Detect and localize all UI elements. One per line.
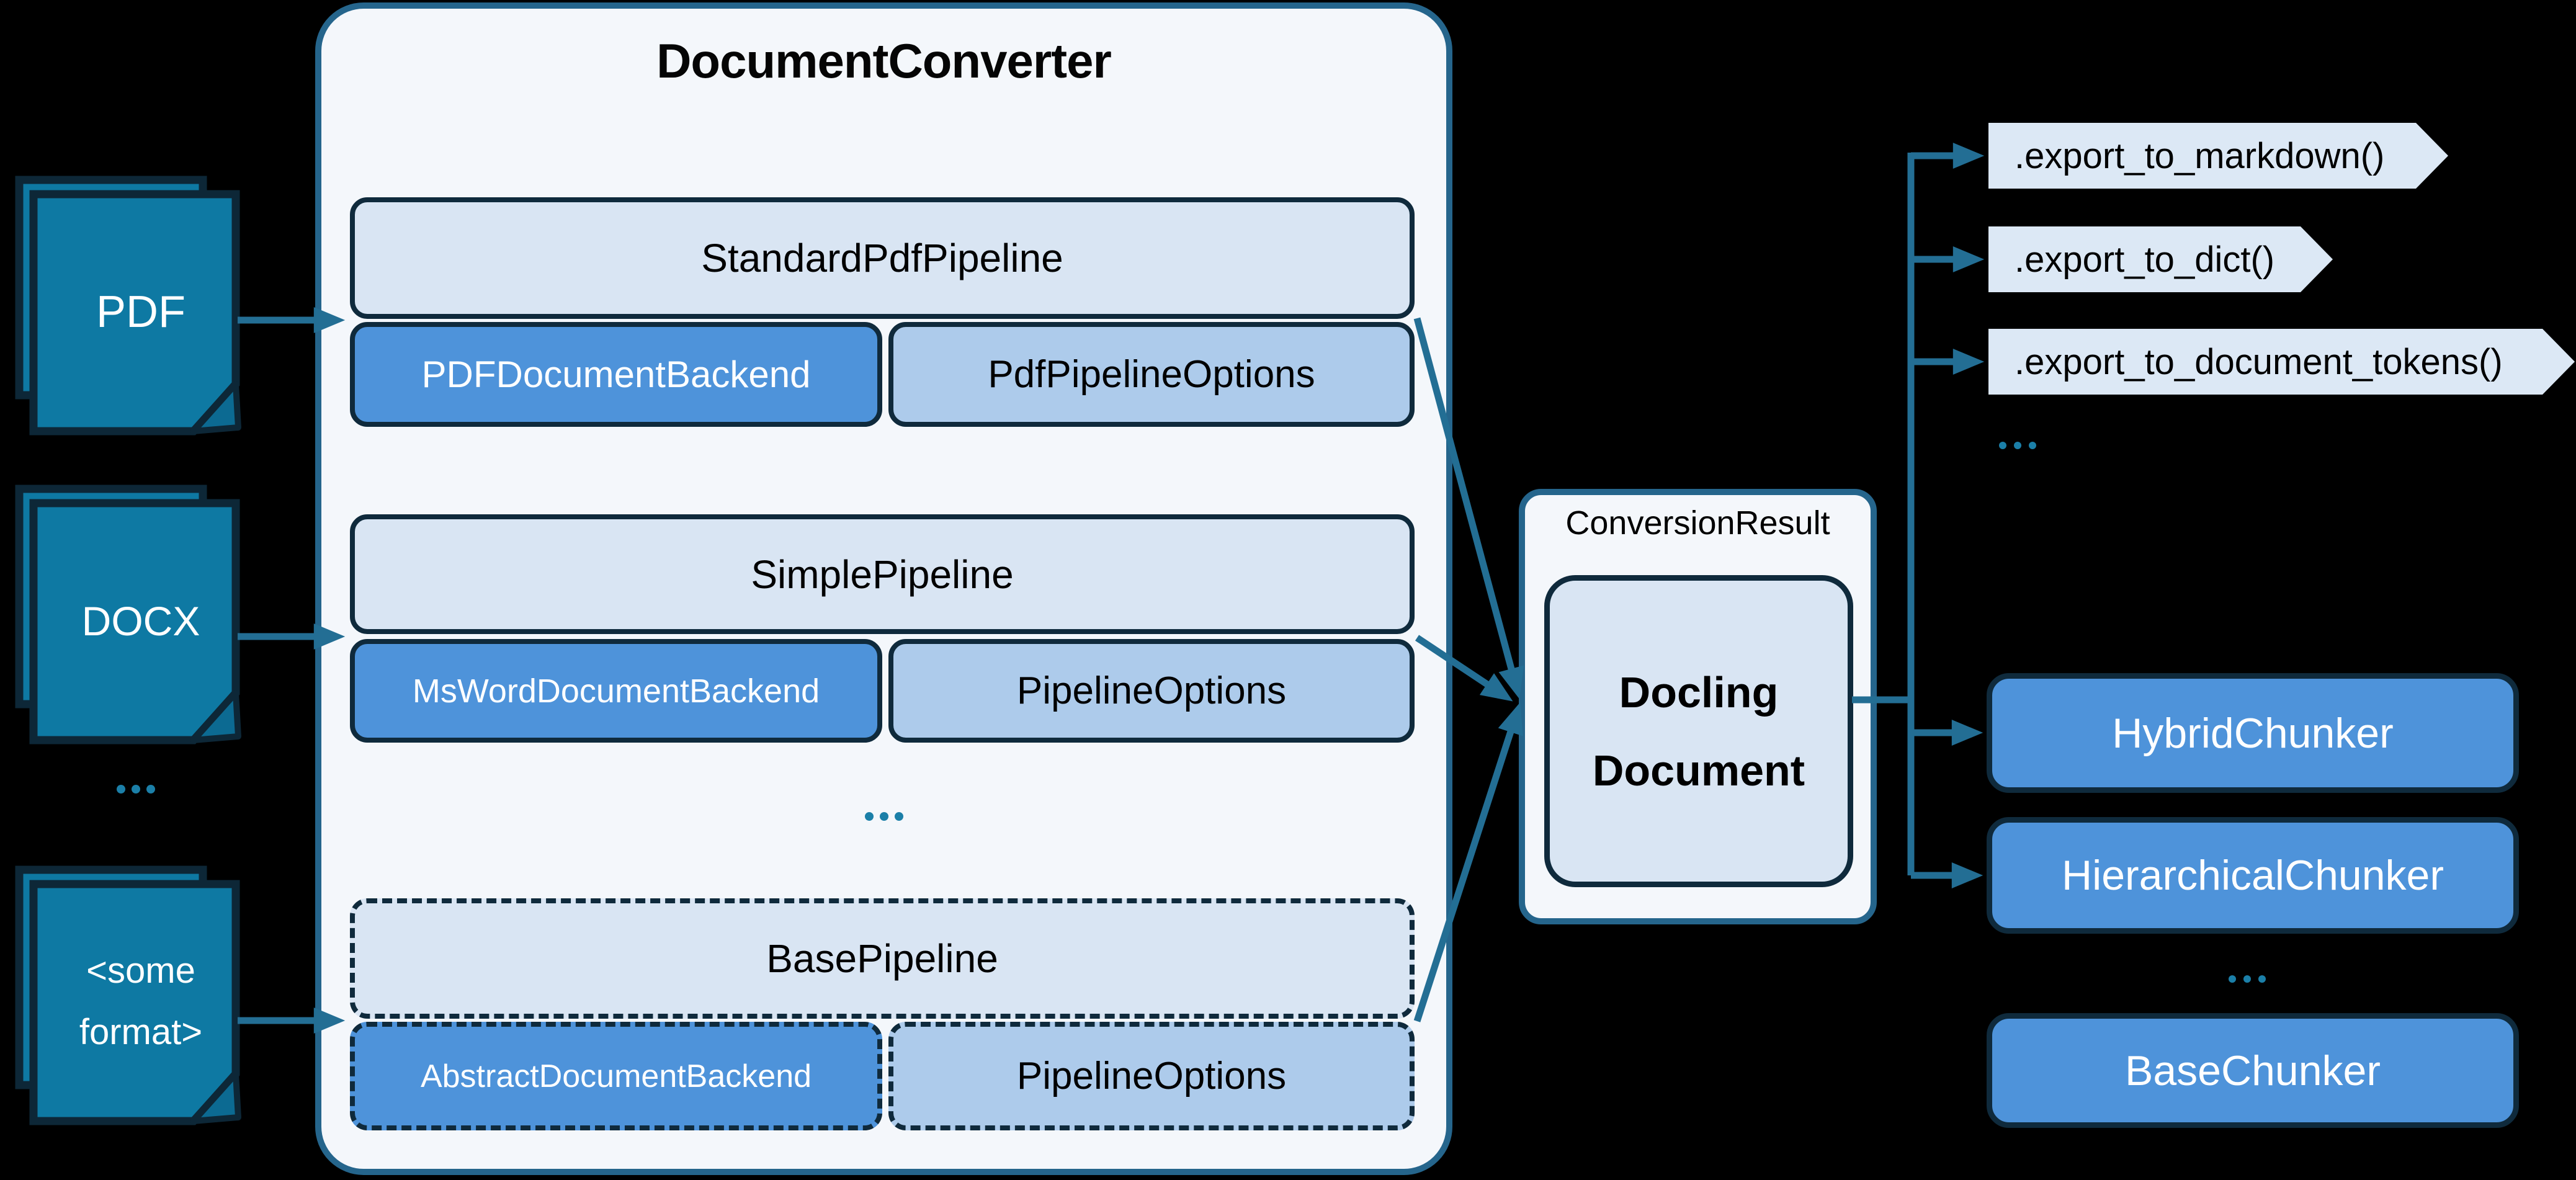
someformat-line2: format> [79, 1012, 203, 1052]
pdf-label: PDF [96, 287, 186, 337]
export-to-markdown-chevron: .export_to_markdown() [1988, 123, 2448, 189]
hierarchical-chunker-box: HierarchicalChunker [1987, 817, 2519, 934]
msword-document-backend-box: MsWordDocumentBackend [350, 639, 882, 743]
docx-document-stack-icon [15, 485, 241, 744]
converter-ellipsis-dots [862, 812, 906, 821]
pdf-document-stack-icon [15, 176, 241, 436]
someformat-line1: <some [86, 950, 195, 991]
conversion-result-label: ConversionResult [1565, 504, 1830, 542]
pdf-document-backend-box: PDFDocumentBackend [350, 322, 882, 427]
inputs-ellipsis-dots [114, 785, 158, 793]
chunkers-ellipsis-dots [2225, 975, 2270, 983]
someformat-document-stack-icon [15, 865, 241, 1125]
simple-pipeline-box: SimplePipeline [350, 514, 1415, 634]
pipeline-options-box: PipelineOptions [888, 639, 1415, 743]
docx-label: DOCX [81, 597, 200, 644]
standard-pdf-pipeline-box: StandardPdfPipeline [350, 197, 1415, 319]
base-chunker-box: BaseChunker [1987, 1013, 2519, 1128]
export-to-dict-chevron: .export_to_dict() [1988, 226, 2333, 292]
someformat-label: <some format> [48, 883, 234, 1120]
base-pipeline-options-box: PipelineOptions [888, 1022, 1415, 1130]
pdf-pipeline-options-box: PdfPipelineOptions [888, 322, 1415, 427]
export-to-document-tokens-chevron: .export_to_document_tokens() [1988, 329, 2575, 395]
docling-document-box: Docling Document [1544, 575, 1853, 887]
exports-ellipsis-dots [1995, 442, 2040, 449]
abstract-document-backend-box: AbstractDocumentBackend [350, 1022, 882, 1130]
base-pipeline-box: BasePipeline [350, 898, 1415, 1019]
document-converter-title: DocumentConverter [656, 33, 1112, 88]
hybrid-chunker-box: HybridChunker [1987, 673, 2519, 793]
